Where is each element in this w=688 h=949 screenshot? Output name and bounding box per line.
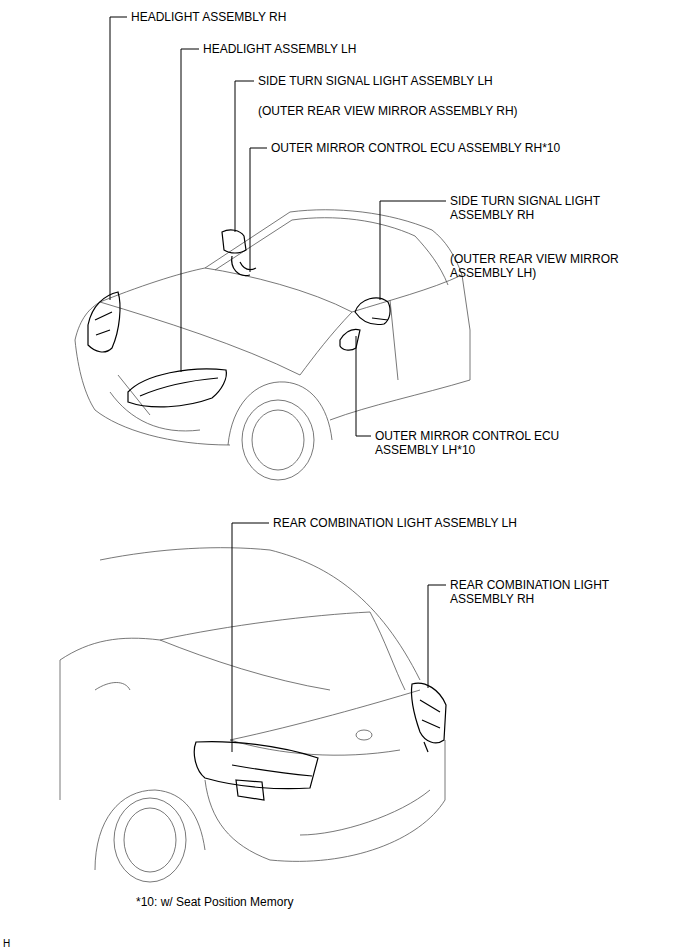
part-label: HEADLIGHT ASSEMBLY LH <box>203 42 356 56</box>
part-label: OUTER MIRROR CONTROL ECU ASSEMBLY RH*10 <box>271 141 560 155</box>
part-label: REAR COMBINATION LIGHT ASSEMBLY RH <box>450 578 628 606</box>
part-label: (OUTER REAR VIEW MIRROR ASSEMBLY LH) <box>450 252 632 280</box>
front-parts <box>88 230 390 407</box>
part-label: HEADLIGHT ASSEMBLY RH <box>131 10 286 24</box>
leader-lines <box>110 17 446 752</box>
footnote: *10: w/ Seat Position Memory <box>136 895 293 909</box>
part-label: SIDE TURN SIGNAL LIGHT ASSEMBLY RH <box>450 194 618 222</box>
part-label: SIDE TURN SIGNAL LIGHT ASSEMBLY LH <box>258 74 493 88</box>
rear-vehicle <box>60 548 445 882</box>
part-label: OUTER MIRROR CONTROL ECU ASSEMBLY LH*10 <box>375 429 571 457</box>
page-marker: H <box>3 937 10 949</box>
part-label: REAR COMBINATION LIGHT ASSEMBLY LH <box>273 516 517 530</box>
part-label: (OUTER REAR VIEW MIRROR ASSEMBLY RH) <box>258 104 518 118</box>
